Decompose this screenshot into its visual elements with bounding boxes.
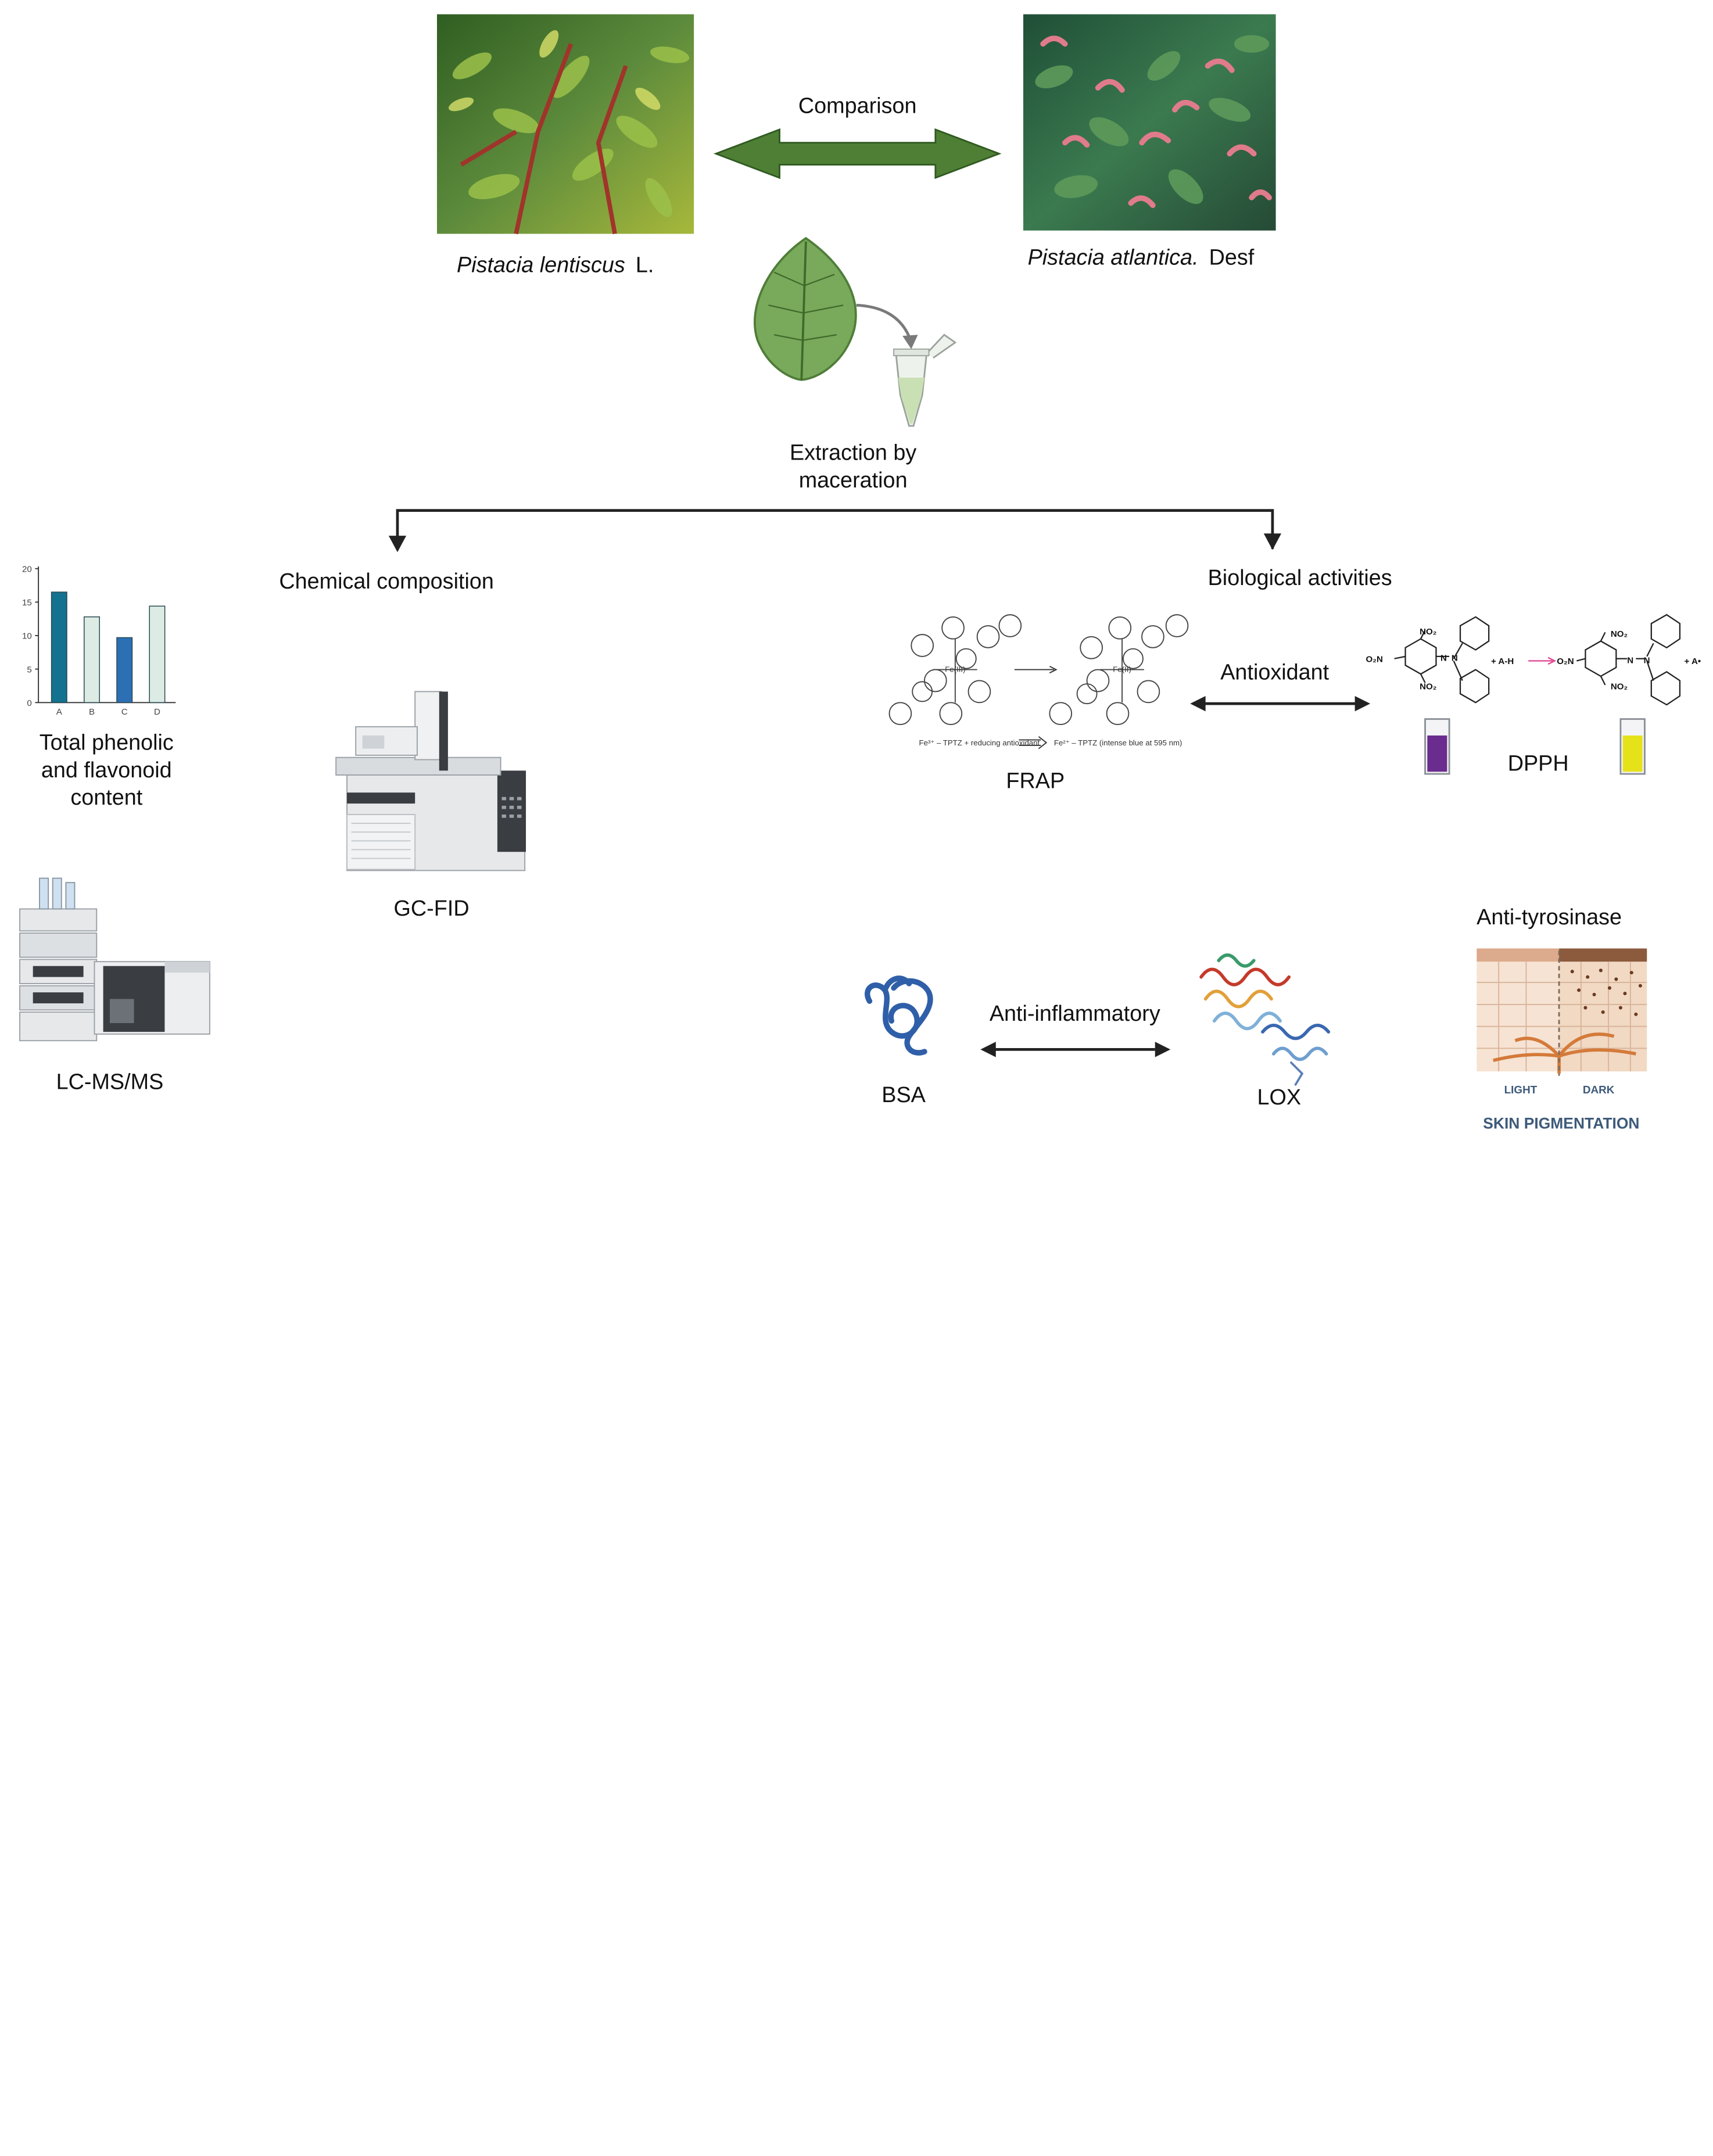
branch-bracket xyxy=(396,509,1274,549)
anti-tyrosinase-label: Anti-tyrosinase xyxy=(1477,905,1622,930)
fe3-center-label: Fe(III) xyxy=(945,665,965,673)
dpph-no2-top: NO₂ xyxy=(1420,627,1436,637)
lc-ms-label: LC-MS/MS xyxy=(56,1070,164,1094)
fe3-tptz-structure xyxy=(888,614,1022,726)
chart-y-tick-label: 5 xyxy=(27,665,31,675)
chart-x-tick-label: C xyxy=(121,707,128,717)
phenolic-line2: and flavonoid xyxy=(41,758,172,783)
antioxidant-double-arrow xyxy=(1190,695,1371,712)
dpph-yellow-cuvette-icon xyxy=(1619,718,1646,775)
dpph-reaction-scheme xyxy=(1394,614,1681,706)
skin-dark-label: DARK xyxy=(1583,1084,1615,1096)
frap-label: FRAP xyxy=(1006,769,1065,794)
branch-arrowhead-left xyxy=(388,536,407,553)
chart-bar xyxy=(51,591,67,704)
chart-bar xyxy=(149,605,166,704)
frap-reaction-scheme xyxy=(888,614,1189,749)
chart-bar xyxy=(116,637,133,704)
frap-equation-right: Fe²⁺ – TPTZ (intense blue at 595 nm) xyxy=(1054,738,1182,747)
chart-x-tick-label: A xyxy=(56,707,63,717)
fe2-tptz-structure xyxy=(1049,614,1189,726)
frap-equation-left: Fe³⁺ – TPTZ + reducing antioxidant xyxy=(919,738,1040,747)
extraction-line1: Extraction by xyxy=(790,441,916,465)
skin-light-label: LIGHT xyxy=(1504,1084,1538,1096)
dpph-product: + A• xyxy=(1684,657,1701,666)
dpphh-n1: N xyxy=(1627,655,1633,665)
chart-y-tick-label: 15 xyxy=(22,598,32,608)
gc-fid-instrument-icon xyxy=(335,691,526,871)
chemical-composition-label: Chemical composition xyxy=(279,569,494,594)
fe2-center-label: Fe(II) xyxy=(1113,665,1131,673)
dpph-purple-cuvette-icon xyxy=(1424,718,1450,775)
anti-inflammatory-double-arrow xyxy=(980,1042,1171,1057)
extraction-line2: maceration xyxy=(799,468,908,493)
chart-x-tick-label: B xyxy=(89,707,95,717)
plant-left-authority: L. xyxy=(636,253,654,278)
microtube-icon xyxy=(893,333,957,427)
photo-pistacia-atlantica xyxy=(1023,14,1276,231)
phenolic-line1: Total phenolic xyxy=(40,731,174,755)
lox-protein-icon xyxy=(1199,953,1331,1086)
skin-pigmentation-icon xyxy=(1477,948,1647,1076)
plant-right-authority: Desf xyxy=(1209,245,1255,270)
lc-ms-instrument-icon xyxy=(19,877,210,1042)
dpph-no2-bottom: NO₂ xyxy=(1420,682,1436,692)
gc-fid-label: GC-FID xyxy=(394,896,470,921)
dpphh-n2: N xyxy=(1644,655,1650,665)
bsa-protein-icon xyxy=(865,975,933,1056)
curved-arrowhead xyxy=(902,335,918,349)
dpph-label: DPPH xyxy=(1508,751,1569,776)
chart-bar xyxy=(84,616,100,704)
graphical-abstract: Pistacia lentiscus L. Pistacia atlantic xyxy=(19,14,1701,1132)
chart-y-tick-label: 20 xyxy=(22,564,32,574)
comparison-double-arrow xyxy=(713,128,1002,180)
curved-arrow-icon xyxy=(856,303,913,343)
chart-y-tick-label: 10 xyxy=(22,632,32,641)
anti-inflammatory-label: Anti-inflammatory xyxy=(990,1002,1160,1026)
plant-left-species: Pistacia lentiscus xyxy=(457,253,625,278)
bsa-label: BSA xyxy=(881,1083,926,1107)
phenolic-line3: content xyxy=(70,785,142,810)
chart-x-tick-label: D xyxy=(154,707,160,717)
phenolic-bar-chart: 0 5 10 15 20A B C D xyxy=(22,564,176,717)
dpph-o2n: O₂N xyxy=(1366,654,1383,664)
dpph-n2: N xyxy=(1452,653,1458,663)
branch-arrowhead-right xyxy=(1263,533,1282,550)
dpph-reagent: + A-H xyxy=(1491,657,1514,666)
biological-activities-label: Biological activities xyxy=(1208,566,1392,590)
lox-label: LOX xyxy=(1257,1085,1301,1110)
photo-pistacia-lentiscus xyxy=(437,14,694,235)
plant-right-species: Pistacia atlantica. xyxy=(1028,245,1199,270)
leaf-icon xyxy=(754,236,857,381)
svg-text:Pistacia atlantica. Desf: Pistacia atlantica. Desf xyxy=(1028,245,1255,270)
dpphh-no2-bottom: NO₂ xyxy=(1611,682,1628,692)
comparison-label: Comparison xyxy=(798,94,917,119)
chart-y-tick-label: 0 xyxy=(27,698,31,708)
skin-pigmentation-title: SKIN PIGMENTATION xyxy=(1483,1114,1639,1132)
dpphh-o2n: O₂N xyxy=(1557,657,1574,666)
antioxidant-label: Antioxidant xyxy=(1220,661,1329,685)
dpphh-no2-top: NO₂ xyxy=(1611,629,1628,639)
dpph-n1: N xyxy=(1440,653,1447,663)
svg-text:Pistacia lentiscus L.: Pistacia lentiscus L. xyxy=(457,253,654,278)
